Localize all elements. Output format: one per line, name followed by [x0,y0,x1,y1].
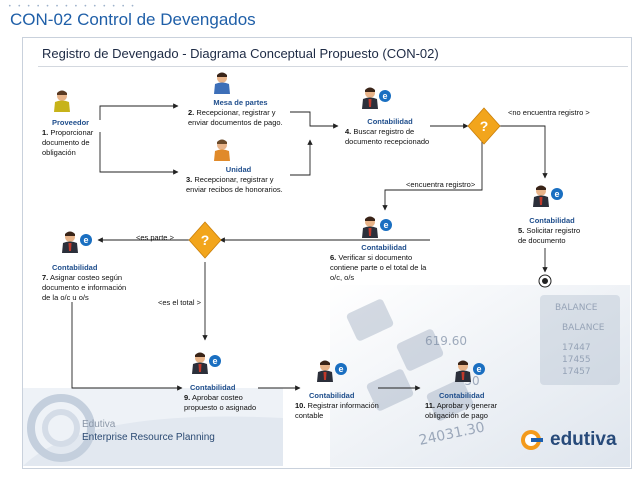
node-role: Contabilidad [309,391,355,400]
node-mesa-partes: Mesa de partes 2. Recepcionar, registrar… [188,98,293,128]
decision-diamond-2: ? [188,221,222,259]
cont11-icon [455,360,471,382]
edge-1-3 [99,132,179,175]
mesa-icon [214,72,230,94]
cont7-badge-icon [80,234,92,246]
edge-label-es-total: <es el total > [158,298,201,307]
deco-number-4: 17457 [562,367,591,377]
node-unidad: Unidad 3. Recepcionar, registrar y envia… [186,165,291,195]
decision-diamond-1: ? [467,107,501,145]
cont5-badge-icon [551,188,563,200]
node-contabilidad-9: Contabilidad 9. Aprobar costeo propuesto… [184,383,264,413]
node-role: Contabilidad [52,263,98,272]
cont5-icon [533,185,549,207]
deco-number-2: 17447 [562,343,591,353]
cont10-badge-icon [335,363,347,375]
header-dots: • • • • • • • • • • • • • • [8,3,137,10]
brand-name: Edutiva [82,419,116,430]
cont6-badge-icon [380,219,392,231]
cont9-icon [192,352,208,374]
edge-decision-6 [382,140,483,211]
end-state-icon [538,274,552,288]
node-role: Contabilidad [190,383,236,392]
edutiva-logo-icon [521,430,543,450]
node-role: Contabilidad [529,216,575,225]
page-title: CON-02 Control de Devengados [10,10,256,29]
node-contabilidad-4: Contabilidad 4. Buscar registro de docum… [345,117,435,147]
deco-balance-1: BALANCE [555,303,598,313]
node-role: Contabilidad [367,117,413,126]
edge-label-no-encuentra: <no encuentra registro > [508,108,590,117]
edge-1-2 [99,103,179,120]
deco-balance-2: BALANCE [562,323,605,333]
diagram-subtitle: Registro de Devengado - Diagrama Concept… [42,46,439,61]
proveedor-icon [54,90,70,112]
cont10-icon [317,360,333,382]
node-role: Proveedor [52,118,90,127]
cont9-badge-icon [209,355,221,367]
brand-subtitle: Enterprise Resource Planning [82,432,215,443]
cont7-icon [62,231,78,253]
calculator-decoration: BALANCE BALANCE 619.60 17447 17455 17457… [330,285,630,467]
node-contabilidad-11: Contabilidad 11. Aprobar y generar oblig… [425,391,505,421]
deco-number-3: 17455 [562,355,591,365]
node-contabilidad-6: Contabilidad 6. Verificar si documento c… [330,243,438,283]
cont6-icon [362,216,378,238]
logo-text: edutiva [550,429,617,450]
edge-3-4 [290,139,313,176]
edge-2-4 [290,111,339,129]
svg-text:?: ? [201,232,210,248]
cont4-badge-icon [379,90,391,102]
node-contabilidad-7: Contabilidad 7. Asignar costeo según doc… [42,263,134,303]
cont11-badge-icon [473,363,485,375]
node-role: Unidad [225,165,252,174]
node-proveedor: Proveedor 1. Proporcionar documento de o… [42,118,104,158]
node-role: Contabilidad [439,391,485,400]
node-contabilidad-10: Contabilidad 10. Registrar información c… [295,391,387,421]
divider [38,66,628,67]
brand-swirl-decoration [23,388,283,466]
edge-label-encuentra: <encuentra registro> [406,180,476,189]
deco-number-1: 619.60 [425,334,467,348]
svg-text:?: ? [480,118,489,134]
edge-label-es-parte: <es parte > [136,233,174,242]
cont4-icon [362,87,378,109]
edge-decision-5 [500,125,548,179]
edge-7-9 [71,302,183,391]
node-role: Contabilidad [361,243,407,252]
node-role: Mesa de partes [213,98,268,107]
unidad-icon [214,139,230,161]
node-contabilidad-5: Contabilidad 5. Solicitar registro de do… [518,216,586,246]
